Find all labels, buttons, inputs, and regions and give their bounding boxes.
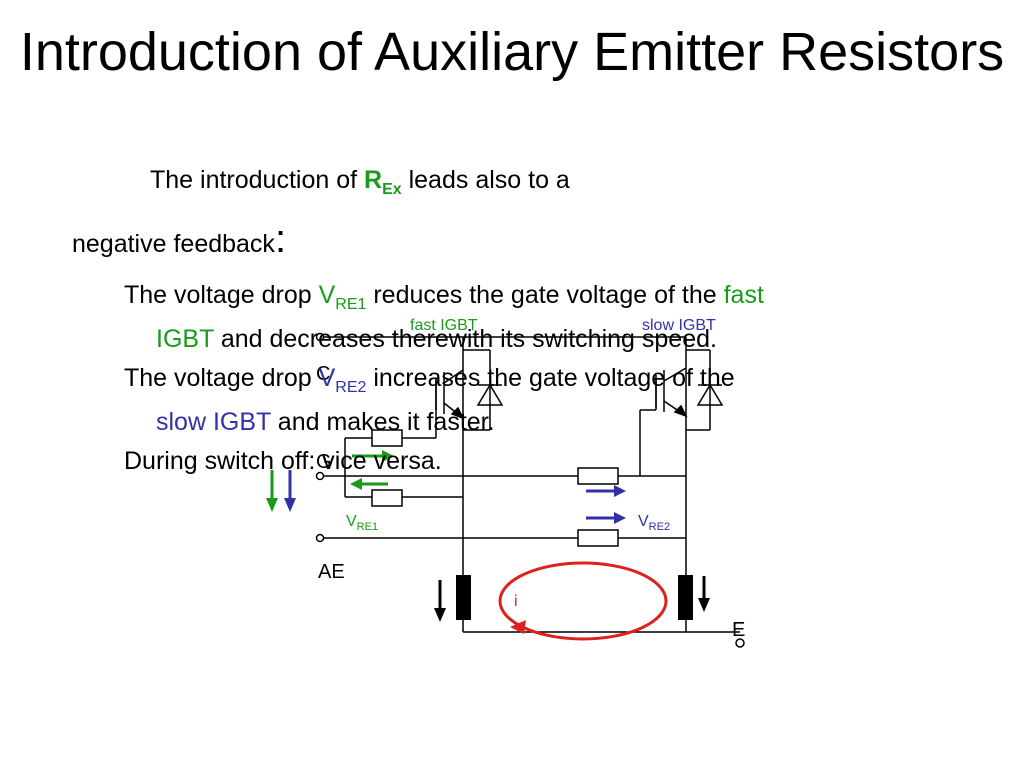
bullet-list: The voltage drop VRE1 reduces the gate v… xyxy=(124,278,764,483)
terminal-ae-dot xyxy=(315,533,325,543)
label-current-i: i xyxy=(514,593,518,610)
terminals xyxy=(315,332,745,648)
label-terminal-g: G xyxy=(316,451,332,473)
intro-suffix: leads also to a xyxy=(401,166,570,194)
aux-emitter-resistor-1 xyxy=(371,489,403,507)
fast-igbt-symbol xyxy=(435,349,504,431)
intro-colon: : xyxy=(274,217,287,261)
label-fast-igbt: fast IGBT xyxy=(410,317,478,334)
bullet-text: During switch off: vice versa. xyxy=(124,447,442,475)
bullet-text: and decreases therewith its switching sp… xyxy=(213,325,717,353)
bullet-fast-igbt: The voltage drop VRE1 reduces the gate v… xyxy=(124,278,764,357)
bullet-text: and makes it faster. xyxy=(270,408,495,436)
inductance-arrows xyxy=(434,576,710,622)
label-slow-igbt: slow IGBT xyxy=(642,317,716,334)
bullet-symbol-sub: RE2 xyxy=(335,379,367,396)
intro-symbol-sub: Ex xyxy=(382,181,402,198)
gate-resistor-slow xyxy=(577,467,619,485)
bullet-symbol: V xyxy=(318,364,336,392)
label-vre2: VRE2 xyxy=(638,513,670,533)
terminal-c-dot xyxy=(315,332,325,342)
bullet-switch-off: During switch off: vice versa. xyxy=(124,444,764,479)
intro-line: The introduction of REx leads also to a xyxy=(150,162,570,208)
label-vre1: VRE1 xyxy=(346,513,378,533)
blue-arrows xyxy=(284,470,626,524)
bullet-symbol: V xyxy=(318,281,336,309)
resistors xyxy=(371,429,619,547)
bullet-igbt-name: slow IGBT xyxy=(156,408,271,436)
bullet-text: The voltage drop xyxy=(124,364,319,392)
intro-line2-text: negative feedback xyxy=(72,230,275,258)
bullet-text: The voltage drop xyxy=(124,281,319,309)
label-terminal-c: C xyxy=(316,363,330,385)
slide-title: Introduction of Auxiliary Emitter Resist… xyxy=(19,22,1005,82)
slow-igbt-symbol xyxy=(655,349,724,431)
aux-emitter-resistor-2 xyxy=(577,529,619,547)
bullet-text: reduces the gate voltage of the xyxy=(366,281,724,309)
bullet-slow-igbt: The voltage drop VRE2 increases the gate… xyxy=(124,361,764,440)
bullet-igbt-name: fast IGBT xyxy=(156,281,764,353)
label-terminal-e: E xyxy=(732,619,745,641)
terminal-g-dot xyxy=(315,471,325,481)
gate-resistor-fast xyxy=(371,429,403,447)
intro-symbol: R xyxy=(364,166,383,194)
stray-inductance-right xyxy=(678,575,693,620)
green-arrows xyxy=(266,450,394,512)
circulating-current xyxy=(498,561,668,641)
bullet-text: increases the gate voltage of the xyxy=(366,364,735,392)
intro-prefix: The introduction of xyxy=(150,166,365,194)
stray-inductance-left xyxy=(456,575,471,620)
intro-line-2: negative feedback: xyxy=(72,219,286,262)
label-terminal-ae: AE xyxy=(318,561,345,583)
bullet-symbol-sub: RE1 xyxy=(335,296,367,313)
terminal-e-dot xyxy=(735,638,745,648)
